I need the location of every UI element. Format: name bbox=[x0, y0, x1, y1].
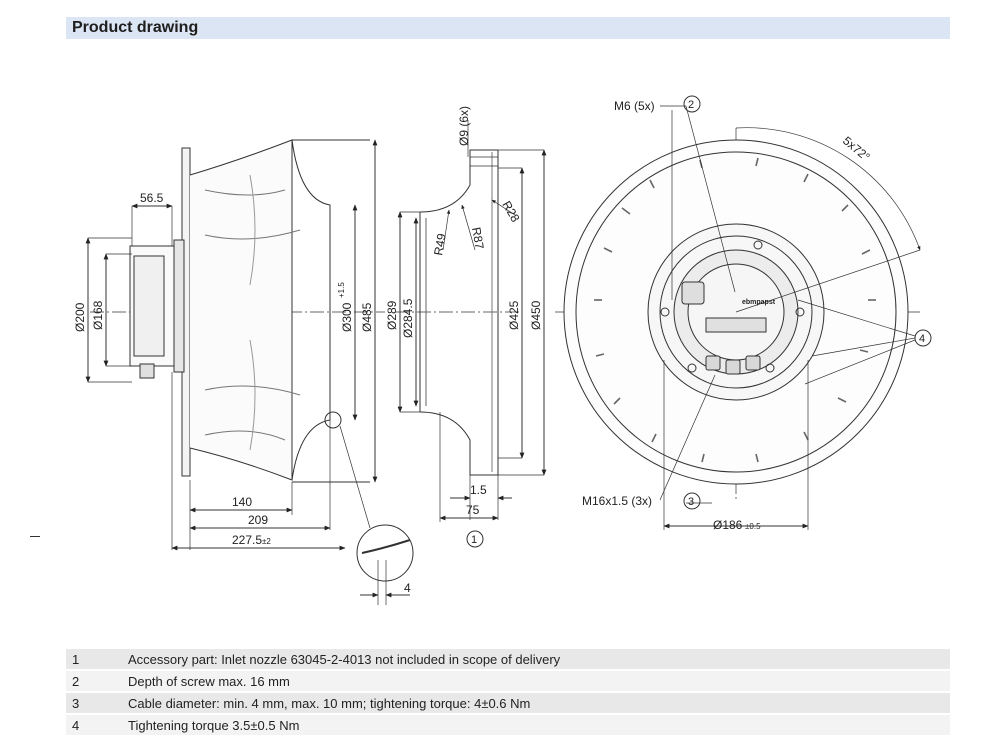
dim-425: Ø425 bbox=[507, 300, 521, 330]
note-number: 1 bbox=[66, 649, 122, 671]
dim-450: Ø450 bbox=[529, 300, 543, 330]
table-row: 4 Tightening torque 3.5±0.5 Nm bbox=[66, 714, 950, 737]
nozzle-view bbox=[395, 120, 547, 548]
note-text: Depth of screw max. 16 mm bbox=[122, 670, 950, 693]
dim-168: Ø168 bbox=[91, 300, 105, 330]
dim-300-tolerance: +1.5 bbox=[337, 282, 346, 298]
note-number: 3 bbox=[66, 692, 122, 715]
table-row: 2 Depth of screw max. 16 mm bbox=[66, 670, 950, 693]
dim-485: Ø485 bbox=[360, 302, 374, 332]
dim-9: Ø9 (6x) bbox=[457, 106, 471, 146]
note-text: Cable diameter: min. 4 mm, max. 10 mm; t… bbox=[122, 692, 950, 715]
notes-table: 1 Accessory part: Inlet nozzle 63045-2-4… bbox=[66, 649, 950, 737]
dim-300: Ø300 bbox=[340, 302, 354, 332]
dim-186: Ø186 bbox=[713, 518, 743, 532]
dim-140: 140 bbox=[232, 495, 252, 509]
angle-label: 5x72° bbox=[840, 134, 873, 165]
margin-mark bbox=[30, 536, 40, 537]
dim-186-tolerance: ±0.5 bbox=[745, 522, 761, 531]
table-row: 1 Accessory part: Inlet nozzle 63045-2-4… bbox=[66, 649, 950, 671]
dim-r28: R28 bbox=[499, 199, 522, 225]
section-title: Product drawing bbox=[72, 19, 199, 36]
side-view-labels: 56.5 Ø200 Ø168 Ø300 +1.5 Ø485 140 209 22… bbox=[73, 191, 411, 595]
dim-75: 75 bbox=[466, 503, 480, 517]
dim-r49: R49 bbox=[431, 232, 449, 256]
label-m6: M6 (5x) bbox=[614, 99, 655, 113]
nozzle-view-labels: Ø9 (6x) R28 R49 R87 Ø289 Ø284.5 Ø425 Ø45… bbox=[385, 106, 543, 546]
note-number: 2 bbox=[66, 670, 122, 693]
detail-dim-4: 4 bbox=[404, 581, 411, 595]
dim-200: Ø200 bbox=[73, 302, 87, 332]
product-drawing: 56.5 Ø200 Ø168 Ø300 +1.5 Ø485 140 209 22… bbox=[73, 95, 932, 605]
dim-284-5: Ø284.5 bbox=[401, 298, 415, 338]
dim-r87: R87 bbox=[469, 226, 487, 250]
front-view bbox=[555, 95, 932, 530]
dim-227-5-tolerance: ±2 bbox=[262, 537, 271, 546]
callout-2: 2 bbox=[688, 99, 694, 111]
dim-227-5: 227.5 bbox=[232, 533, 262, 547]
dim-289: Ø289 bbox=[385, 300, 399, 330]
dim-56-5: 56.5 bbox=[140, 191, 164, 205]
callout-4: 4 bbox=[919, 333, 925, 345]
note-number: 4 bbox=[66, 714, 122, 737]
dim-209: 209 bbox=[248, 513, 268, 527]
side-view bbox=[85, 139, 414, 605]
table-row: 3 Cable diameter: min. 4 mm, max. 10 mm;… bbox=[66, 692, 950, 715]
callout-1: 1 bbox=[471, 534, 477, 546]
label-m16: M16x1.5 (3x) bbox=[582, 494, 652, 508]
callout-3: 3 bbox=[688, 496, 694, 508]
brand-logo: ebmpapst bbox=[742, 299, 776, 306]
note-text: Accessory part: Inlet nozzle 63045-2-401… bbox=[122, 649, 950, 671]
note-text: Tightening torque 3.5±0.5 Nm bbox=[122, 714, 950, 737]
dim-1-5: 1.5 bbox=[470, 483, 487, 497]
section-header: Product drawing bbox=[66, 17, 950, 39]
